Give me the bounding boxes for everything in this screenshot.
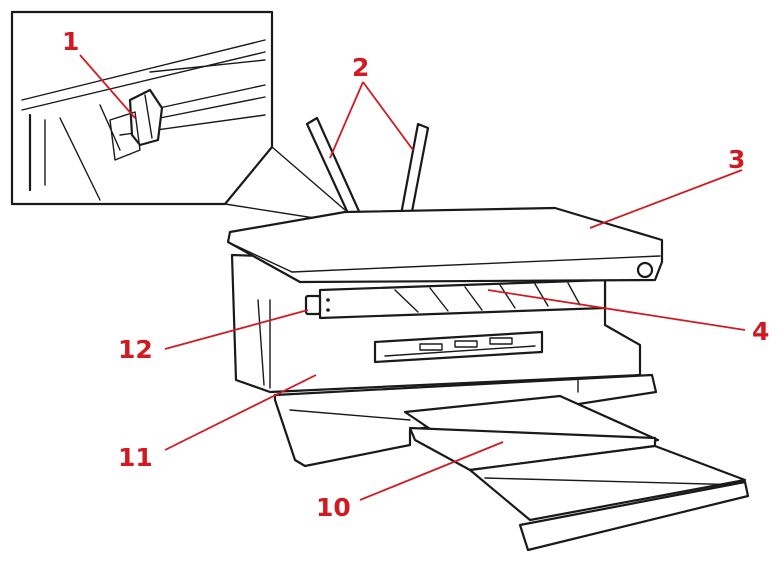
callout-1: 1	[62, 27, 79, 56]
callout-4: 4	[752, 317, 769, 346]
leader-4	[487, 289, 746, 331]
callout-10: 10	[316, 493, 351, 522]
callout-2: 2	[352, 53, 369, 82]
leader-2a	[329, 81, 364, 159]
leader-10	[359, 441, 504, 501]
output-tray	[403, 394, 750, 552]
leader-lines	[79, 54, 746, 501]
paper-support-arms	[305, 116, 430, 224]
callout-12: 12	[118, 335, 153, 364]
leader-3	[589, 169, 743, 229]
leader-11	[164, 374, 317, 451]
callout-11: 11	[118, 443, 153, 472]
callout-3: 3	[728, 145, 745, 174]
leader-12	[164, 309, 309, 350]
leader-2b	[362, 81, 414, 151]
inset-detail	[10, 10, 274, 206]
callout-labels: 1 2 3 4 10 11 12	[62, 27, 769, 522]
leader-1	[79, 54, 136, 119]
